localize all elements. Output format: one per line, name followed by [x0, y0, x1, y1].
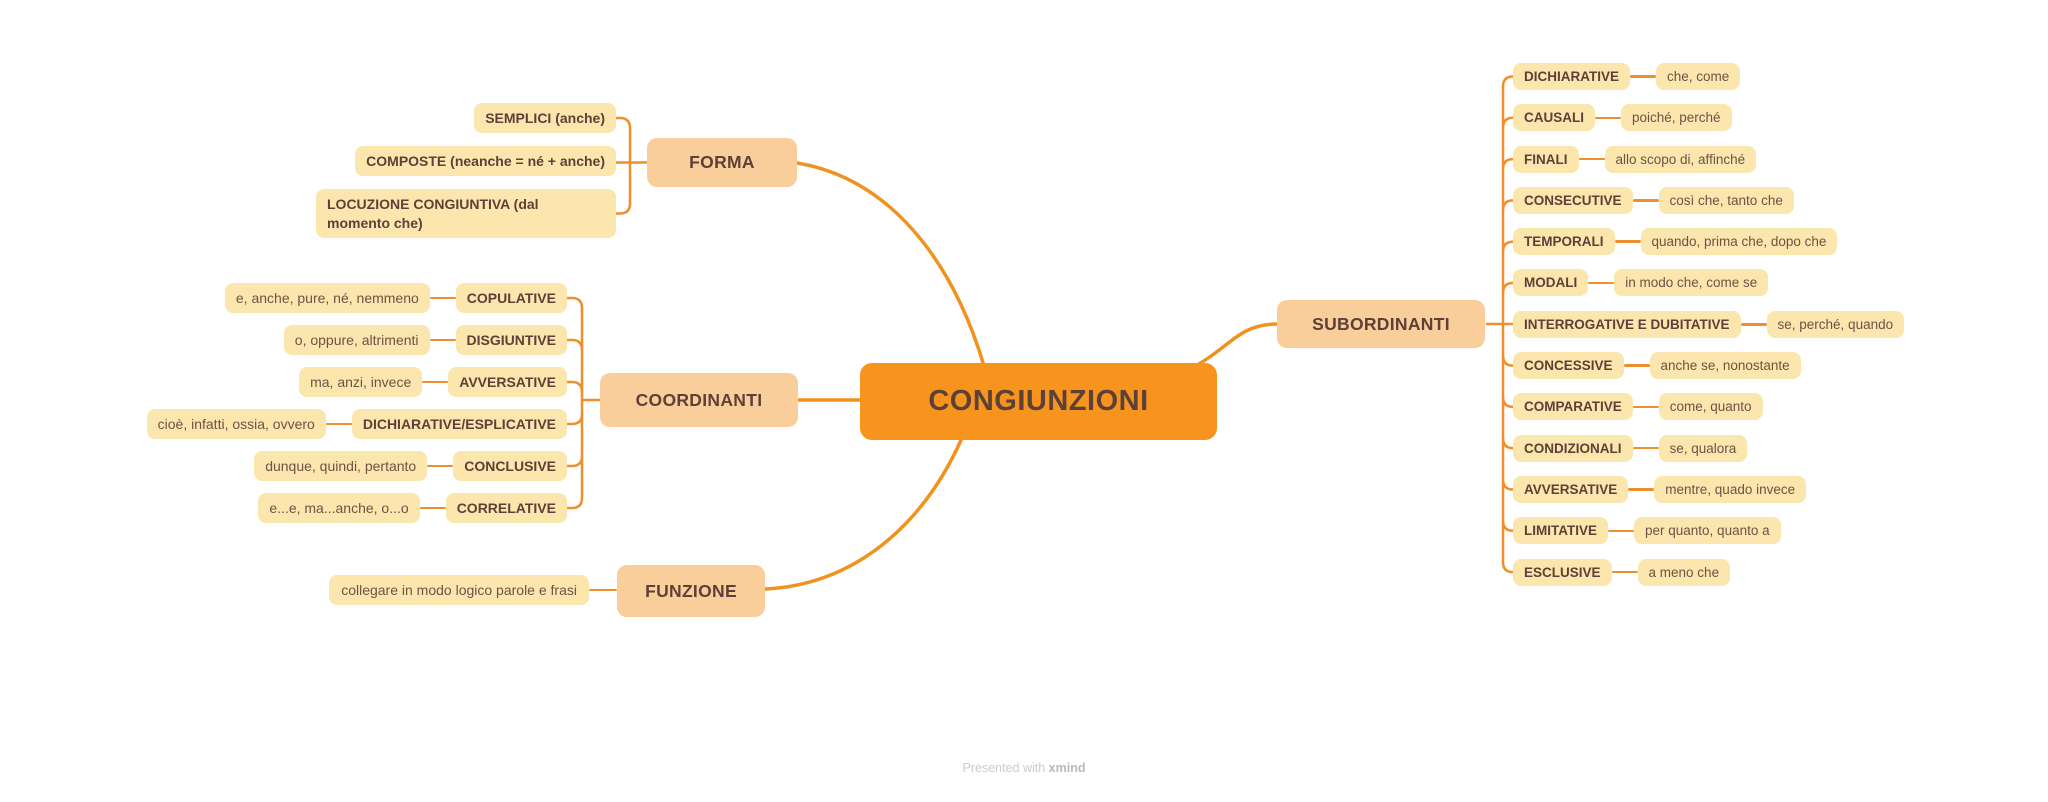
central-topic[interactable]: CONGIUNZIONI — [860, 363, 1217, 440]
connector-dash — [1611, 570, 1638, 574]
finali-label[interactable]: FINALI — [1513, 145, 1579, 173]
connector-dash — [429, 338, 456, 342]
connector-dash — [589, 588, 617, 592]
connector-dash — [1623, 364, 1650, 367]
disgiuntive-examples[interactable]: o, oppure, altrimenti — [283, 325, 430, 355]
avversative-sub-label[interactable]: AVVERSATIVE — [1513, 475, 1629, 503]
connector-dash — [1632, 446, 1659, 450]
connector-dash — [419, 506, 446, 510]
correlative-label[interactable]: CORRELATIVE — [445, 493, 567, 523]
subtopic-row-dichiarative: DICHIARATIVE che, come — [1513, 63, 1741, 90]
subtopic-row-finali: FINALI allo scopo di, affinché — [1513, 145, 1757, 173]
connector-dash — [1578, 157, 1605, 161]
connector-dash — [1588, 281, 1615, 285]
topic-subordinanti[interactable]: SUBORDINANTI — [1277, 300, 1485, 348]
dichiarative-esplicative-examples[interactable]: cioè, infatti, ossia, ovvero — [146, 409, 326, 439]
condizionali-examples[interactable]: se, qualora — [1658, 434, 1748, 462]
subtopic-row-comparative: COMPARATIVE come, quanto — [1513, 393, 1763, 421]
conclusive-label[interactable]: CONCLUSIVE — [453, 451, 567, 481]
connector-dash — [427, 464, 454, 468]
subtopic-row-disgiuntive: o, oppure, altrimenti DISGIUNTIVE — [283, 325, 567, 355]
connector-dash — [1628, 488, 1655, 491]
subtopic-row-dichiarative-esplicative: cioè, infatti, ossia, ovvero DICHIARATIV… — [146, 409, 567, 439]
esclusive-label[interactable]: ESCLUSIVE — [1513, 558, 1612, 586]
subtopic-row-esclusive: ESCLUSIVE a meno che — [1513, 558, 1731, 586]
disgiuntive-label[interactable]: DISGIUNTIVE — [455, 325, 567, 355]
subtopic-row-causali: CAUSALI poiché, perché — [1513, 104, 1732, 132]
dichiarative-label[interactable]: DICHIARATIVE — [1513, 63, 1631, 90]
connector-dash — [1632, 405, 1659, 409]
connector-dash — [429, 296, 456, 300]
topic-forma[interactable]: FORMA — [647, 138, 797, 187]
causali-examples[interactable]: poiché, perché — [1621, 104, 1732, 132]
interrogative-e-dubitative-label[interactable]: INTERROGATIVE E DUBITATIVE — [1513, 310, 1741, 338]
subtopic-row-consecutive: CONSECUTIVE così che, tanto che — [1513, 186, 1794, 214]
connector-dash — [1630, 75, 1657, 78]
subtopic-row-condizionali: CONDIZIONALI se, qualora — [1513, 434, 1748, 462]
conclusive-examples[interactable]: dunque, quindi, pertanto — [254, 451, 428, 481]
coordinanti-children: e, anche, pure, né, nemmeno COPULATIVE o… — [146, 283, 567, 523]
correlative-examples[interactable]: e...e, ma...anche, o...o — [258, 493, 420, 523]
condizionali-label[interactable]: CONDIZIONALI — [1513, 434, 1633, 462]
connector-dash — [1595, 116, 1621, 120]
avversative-coord-label[interactable]: AVVERSATIVE — [448, 367, 567, 397]
esclusive-examples[interactable]: a meno che — [1637, 558, 1731, 586]
subtopic-row-copulative: e, anche, pure, né, nemmeno COPULATIVE — [224, 283, 567, 313]
consecutive-label[interactable]: CONSECUTIVE — [1513, 186, 1633, 214]
subtopic-row-modali: MODALI in modo che, come se — [1513, 269, 1769, 297]
causali-label[interactable]: CAUSALI — [1513, 104, 1595, 132]
limitative-examples[interactable]: per quanto, quanto a — [1634, 517, 1781, 545]
subtopic-semplici[interactable]: SEMPLICI (anche) — [474, 103, 616, 133]
interrogative-e-dubitative-examples[interactable]: se, perché, quando — [1766, 310, 1905, 338]
copulative-label[interactable]: COPULATIVE — [455, 283, 567, 313]
dichiarative-esplicative-label[interactable]: DICHIARATIVE/ESPLICATIVE — [351, 409, 567, 439]
temporali-label[interactable]: TEMPORALI — [1513, 228, 1615, 256]
avversative-sub-examples[interactable]: mentre, quado invece — [1654, 475, 1807, 503]
xmind-logo: xmind — [1048, 761, 1086, 775]
funzione-children: collegare in modo logico parole e frasi — [329, 575, 617, 605]
branch-curve-forma — [795, 161, 986, 368]
branch-curve-subordinanti — [1190, 322, 1278, 370]
avversative-coord-examples[interactable]: ma, anzi, invece — [299, 367, 423, 397]
branch-curve-funzione — [763, 436, 964, 591]
subtopic-row-conclusive: dunque, quindi, pertanto CONCLUSIVE — [254, 451, 567, 481]
dichiarative-examples[interactable]: che, come — [1656, 63, 1741, 90]
subtopic-row-concessive: CONCESSIVE anche se, nonostante — [1513, 352, 1801, 380]
finali-examples[interactable]: allo scopo di, affinché — [1604, 145, 1757, 173]
watermark: Presented with xmind — [0, 761, 2048, 775]
topic-coordinanti[interactable]: COORDINANTI — [600, 373, 798, 427]
funzione-description[interactable]: collegare in modo logico parole e frasi — [329, 575, 589, 605]
modali-examples[interactable]: in modo che, come se — [1614, 269, 1769, 297]
comparative-examples[interactable]: come, quanto — [1658, 393, 1763, 421]
subtopic-row-avversative-sub: AVVERSATIVE mentre, quado invece — [1513, 475, 1807, 503]
modali-label[interactable]: MODALI — [1513, 269, 1589, 297]
comparative-label[interactable]: COMPARATIVE — [1513, 393, 1633, 421]
connector-dash — [325, 422, 352, 426]
connector-dash — [422, 380, 449, 384]
connector-dash — [1614, 240, 1641, 243]
connector-dash — [1740, 323, 1767, 326]
subtopic-row-avversative-coord: ma, anzi, invece AVVERSATIVE — [299, 367, 567, 397]
subtopic-row-temporali: TEMPORALI quando, prima che, dopo che — [1513, 228, 1838, 256]
copulative-examples[interactable]: e, anche, pure, né, nemmeno — [224, 283, 430, 313]
watermark-text: Presented with — [962, 761, 1046, 775]
concessive-label[interactable]: CONCESSIVE — [1513, 352, 1624, 380]
subordinanti-children: DICHIARATIVE che, come CAUSALI poiché, p… — [1513, 63, 1905, 586]
subtopic-locuzione-congiuntiva[interactable]: LOCUZIONE CONGIUNTIVA (dal momento che) — [316, 189, 616, 238]
bracket-connectors — [565, 75, 1515, 574]
topic-funzione[interactable]: FUNZIONE — [617, 565, 765, 617]
concessive-examples[interactable]: anche se, nonostante — [1649, 352, 1801, 380]
connector-dash — [1608, 529, 1634, 533]
subtopic-composte[interactable]: COMPOSTE (neanche = né + anche) — [355, 146, 616, 176]
connector-dash — [1632, 199, 1659, 202]
temporali-examples[interactable]: quando, prima che, dopo che — [1640, 228, 1838, 256]
subtopic-row-limitative: LIMITATIVE per quanto, quanto a — [1513, 517, 1781, 545]
forma-children: SEMPLICI (anche) COMPOSTE (neanche = né … — [316, 103, 616, 238]
subtopic-row-correlative: e...e, ma...anche, o...o CORRELATIVE — [258, 493, 567, 523]
limitative-label[interactable]: LIMITATIVE — [1513, 517, 1608, 545]
subtopic-row-interrogative-e-dubitative: INTERROGATIVE E DUBITATIVE se, perché, q… — [1513, 310, 1905, 338]
consecutive-examples[interactable]: così che, tanto che — [1658, 186, 1794, 214]
